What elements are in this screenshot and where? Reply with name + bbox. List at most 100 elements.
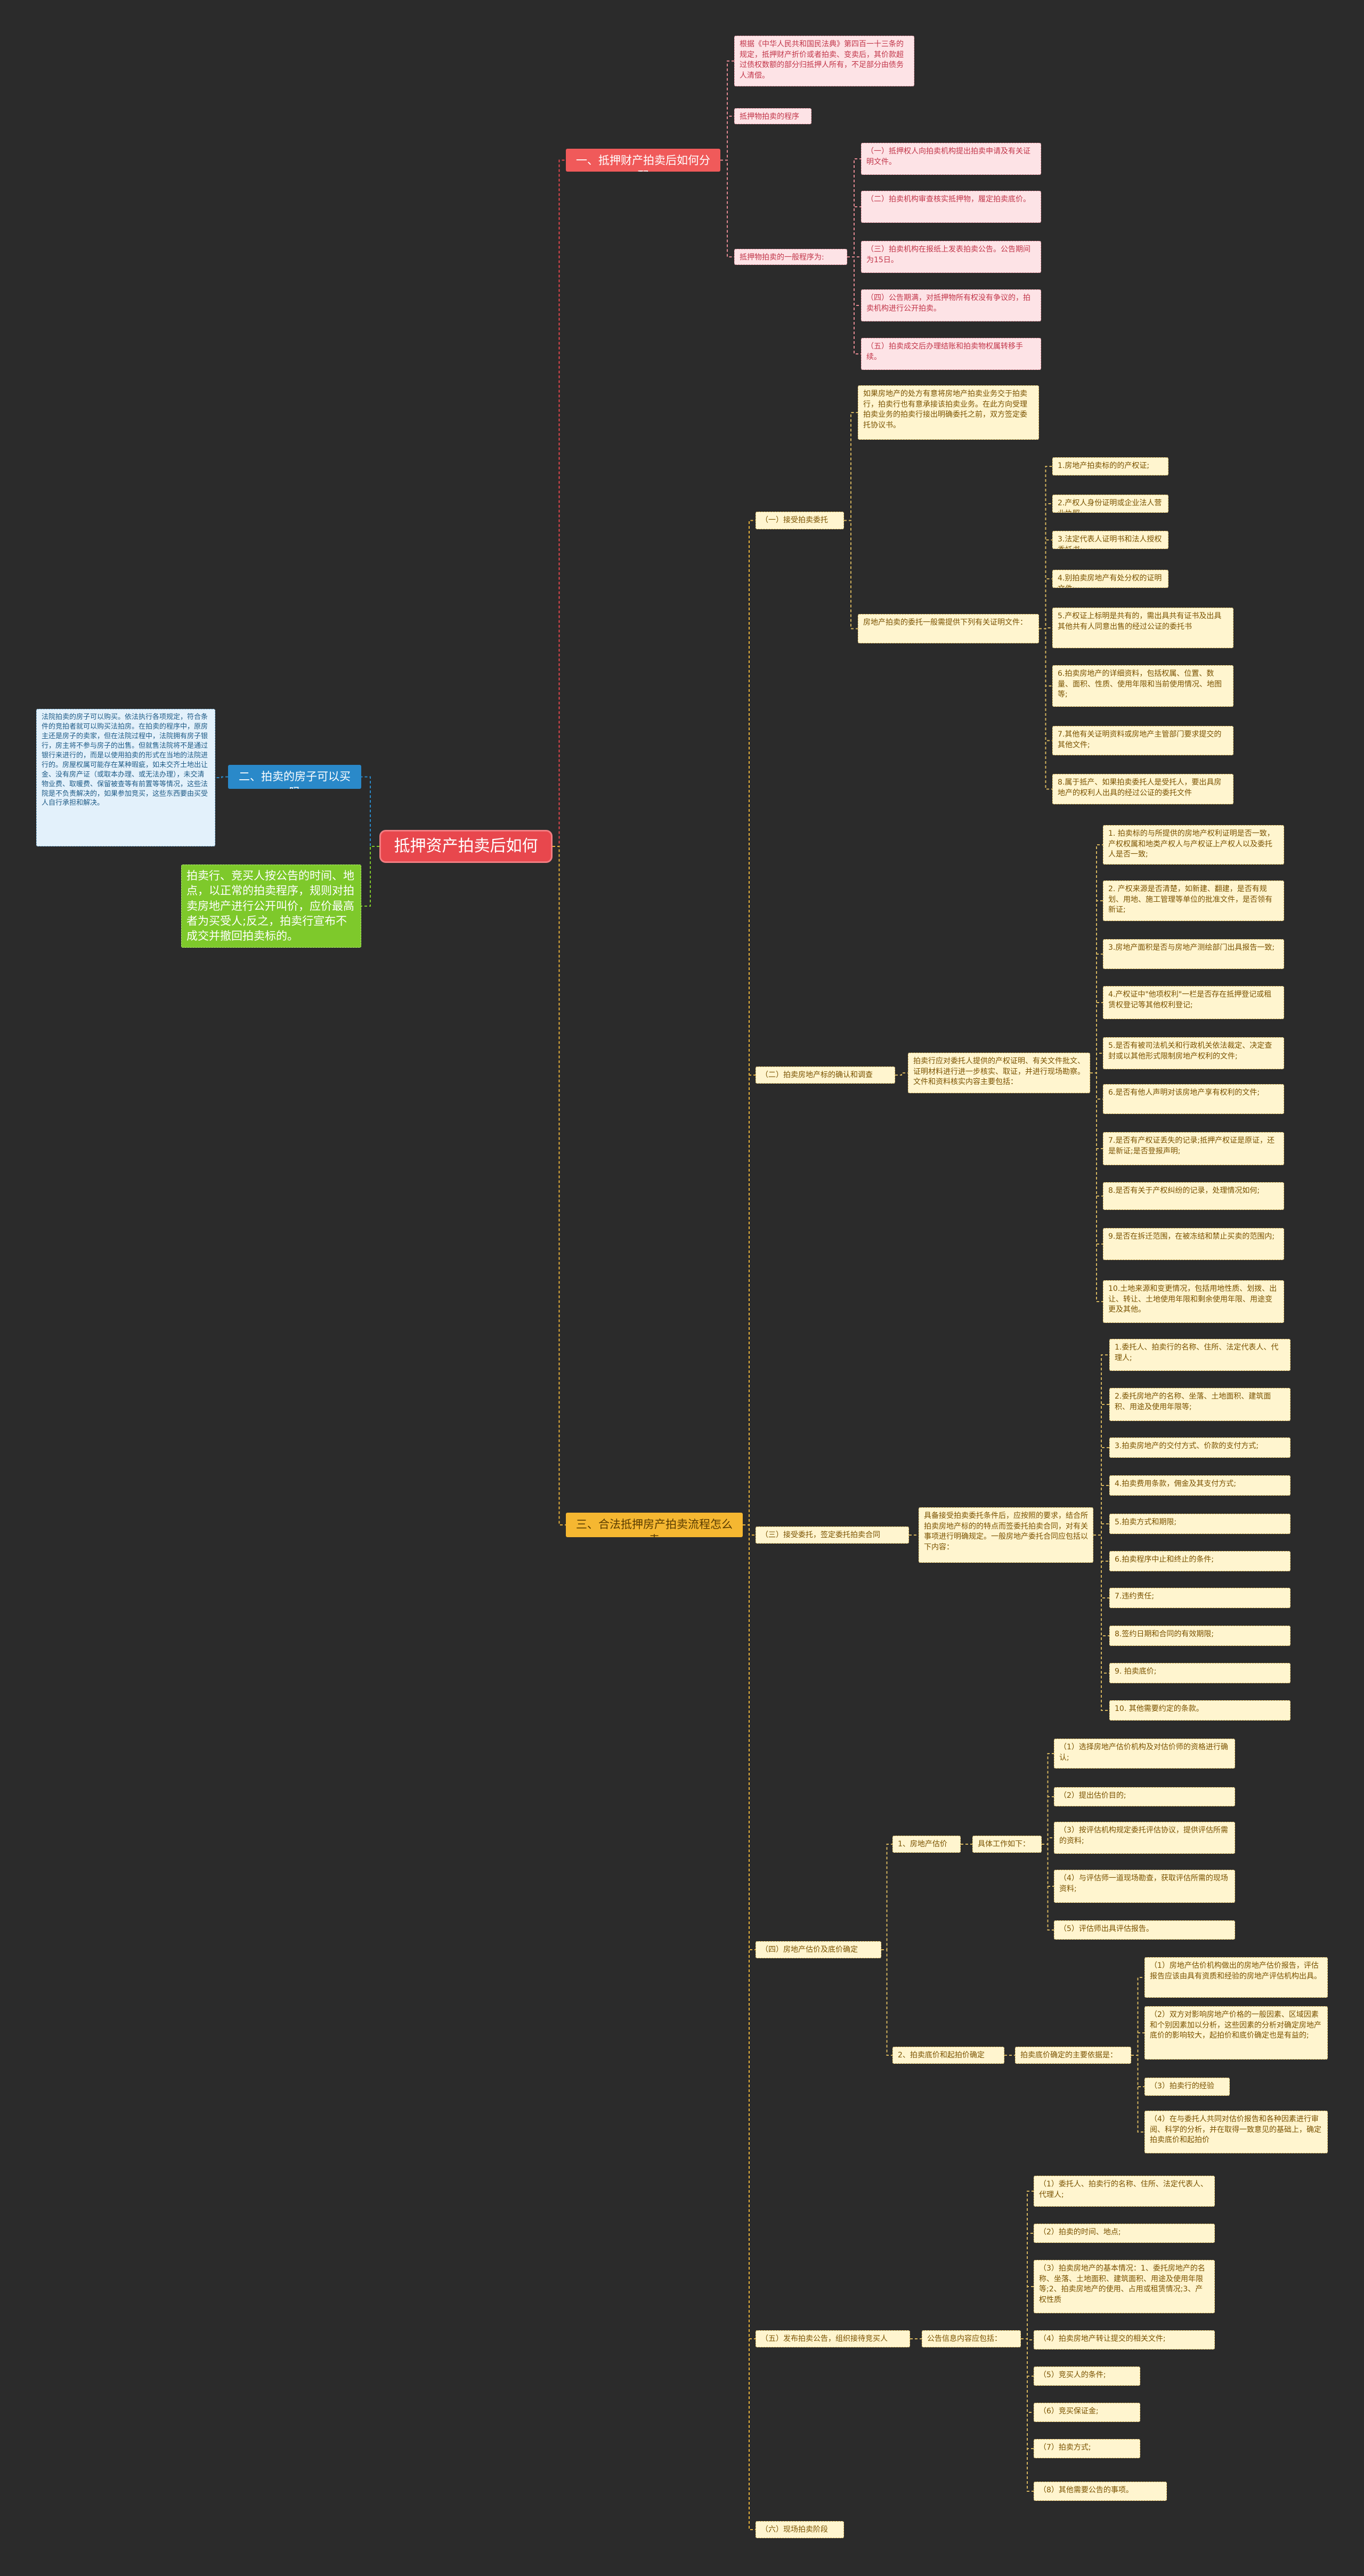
connector-line <box>1039 578 1052 629</box>
section-4-sub-1[interactable]: 1、房地产估价 <box>892 1836 961 1853</box>
section-1-doc[interactable]: 4.别拍卖房地产有处分权的证明文件; <box>1052 570 1168 588</box>
section-5-item[interactable]: （6）竞买保证金; <box>1034 2403 1140 2422</box>
section-4-sub-1-item[interactable]: （4）与评估师一道现场勘查，获取评估所需的现场资料; <box>1054 1870 1235 1903</box>
section-3-item[interactable]: 5.拍卖方式和期限; <box>1109 1514 1290 1534</box>
section-2-title[interactable]: （二）拍卖房地产标的确认和调查 <box>756 1067 895 1084</box>
section-4-sub-1-item[interactable]: （3）按评估机构规定委托评估协议，提供评估所需的资料; <box>1054 1822 1235 1854</box>
branch-1-step[interactable]: （三）拍卖机构在报纸上发表拍卖公告。公告期间为15日。 <box>861 241 1041 273</box>
section-3-item[interactable]: 1.委托人、拍卖行的名称、住所、法定代表人、代理人; <box>1109 1339 1290 1371</box>
section-2-item[interactable]: 6.是否有他人声明对该房地产享有权利的文件; <box>1103 1084 1284 1114</box>
connector-line <box>895 1072 908 1076</box>
connector-line <box>1093 1523 1109 1536</box>
connector-line <box>215 776 228 778</box>
branch-1-step[interactable]: （四）公告期满，对抵押物所有权没有争议的，拍卖机构进行公开拍卖。 <box>861 289 1041 321</box>
section-3-title[interactable]: （三）接受委托，签定委托拍卖合同 <box>756 1527 909 1544</box>
branch-1-title[interactable]: 一、抵押财产拍卖后如何分配 <box>566 149 720 172</box>
branch-2-detail[interactable]: 法院拍卖的房子可以购买。依法执行各项规定，符合条件的竞拍者就可以购买法拍房。在拍… <box>36 709 215 846</box>
section-4-sub-1-label[interactable]: 具体工作如下： <box>972 1836 1042 1853</box>
section-5-item[interactable]: （1）委托人、拍卖行的名称、住所、法定代表人、代理人; <box>1034 2176 1215 2207</box>
connector-line <box>1090 1053 1103 1073</box>
branch-1-intro[interactable]: 根据《中华人民共和国民法典》第四百一十三条的规定，抵押财产折价或者拍卖、变卖后，… <box>734 36 914 86</box>
root-topic[interactable]: 抵押资产拍卖后如何分配 <box>379 830 553 863</box>
connector-line <box>847 206 861 257</box>
section-2-item[interactable]: 4.产权证中"他项权利"一栏是否存在抵押登记或租赁权登记等其他权利登记; <box>1103 986 1284 1019</box>
connector-line <box>553 159 566 847</box>
connector-line <box>553 846 566 1525</box>
connector-line <box>844 412 858 521</box>
section-5-item[interactable]: （7）拍卖方式; <box>1034 2439 1140 2458</box>
section-4-sub-1-item[interactable]: （5）评估师出具评估报告。 <box>1054 1920 1235 1940</box>
connector-line <box>743 1075 756 1525</box>
connector-line <box>1131 1977 1144 2056</box>
branch-1-step[interactable]: （二）拍卖机构审查核实抵押物，履定拍卖底价。 <box>861 191 1041 223</box>
section-5-item[interactable]: （3）拍卖房地产的基本情况：1、委托房地产的名称、坐落、土地面积、建筑面积、用途… <box>1034 2260 1215 2313</box>
connector-line <box>847 256 861 354</box>
section-2-item[interactable]: 5.是否有被司法机关和行政机关依法裁定、决定查封或以其他形式限制房地产权利的文件… <box>1103 1037 1284 1069</box>
connector-line <box>1131 2032 1144 2056</box>
section-2-item[interactable]: 9.是否在拆迁范围，在被冻结和禁止买卖的范围内; <box>1103 1228 1284 1260</box>
section-4-sub-1-item[interactable]: （1）选择房地产估价机构及对估价师的资格进行确认; <box>1054 1739 1235 1769</box>
section-3-item[interactable]: 7.违约责任; <box>1109 1588 1290 1608</box>
connector-line <box>1021 2338 1034 2492</box>
section-3-item[interactable]: 10. 其他需要约定的条款。 <box>1109 1700 1290 1721</box>
section-1-desc[interactable]: 如果房地产的处方有意将房地产拍卖业务交于拍卖行，拍卖行也有意承接该拍卖业务。在此… <box>858 385 1039 440</box>
connector-line <box>1093 1535 1109 1711</box>
section-4-sub-2[interactable]: 2、拍卖底价和起拍价确定 <box>892 2047 1004 2064</box>
connector-line <box>1039 628 1052 790</box>
connector-line <box>1021 2191 1034 2339</box>
connector-line <box>1042 1844 1054 1931</box>
connector-line <box>720 116 734 161</box>
section-2-item[interactable]: 3.房地产面积是否与房地产测绘部门出具报告一致; <box>1103 939 1284 969</box>
section-4-title[interactable]: （四）房地产估价及底价确定 <box>756 1941 881 1958</box>
section-1-doc[interactable]: 8.属于抵产、如果拍卖委托人是受托人，要出具房地产的权利人出具的经过公证的委托文… <box>1052 774 1233 804</box>
section-2-desc[interactable]: 拍卖行应对委托人提供的产权证明、有关文件批文、证明材料进行进一步核实、取证，并进… <box>908 1053 1090 1093</box>
section-4-sub-2-item[interactable]: （2）双方对影响房地产价格的一般因素、区域因素和个别因素加以分析，这些因素的分析… <box>1144 2006 1328 2060</box>
connector-line <box>1042 1844 1054 1887</box>
section-4-sub-2-item[interactable]: （3）拍卖行的经验 <box>1144 2078 1230 2096</box>
section-1-doc[interactable]: 3.法定代表人证明书和法人授权委托书; <box>1052 531 1168 549</box>
section-1-doc[interactable]: 6.拍卖房地产的详细资料，包括权属、位置、数量、面积、性质、使用年限和当前使用情… <box>1052 665 1233 707</box>
connector-line <box>844 520 858 629</box>
section-5-label[interactable]: 公告信息内容应包括： <box>922 2330 1021 2347</box>
section-4-sub-1-item[interactable]: （2）提出估价目的; <box>1054 1787 1235 1806</box>
section-5-item[interactable]: （4）拍卖房地产转让提交的相关文件; <box>1034 2330 1215 2349</box>
branch-3-title[interactable]: 三、合法抵押房产拍卖流程怎么走 <box>566 1513 743 1537</box>
branch-1-procedure[interactable]: 抵押物拍卖的程序 <box>734 108 811 124</box>
section-5-item[interactable]: （5）竞买人的条件; <box>1034 2367 1140 2386</box>
branch-1-step[interactable]: （一）抵押权人向拍卖机构提出拍卖申请及有关证明文件。 <box>861 143 1041 175</box>
section-3-item[interactable]: 6.拍卖程序中止和终止的条件; <box>1109 1551 1290 1571</box>
section-1-doc[interactable]: 7.其他有关证明资料或房地产主管部门要求提交的其他文件; <box>1052 726 1233 755</box>
section-3-item[interactable]: 3.拍卖房地产的交付方式、价款的支付方式; <box>1109 1438 1290 1458</box>
section-3-item[interactable]: 4.拍卖费用条款，佣金及其支付方式; <box>1109 1475 1290 1496</box>
connector-line <box>1042 1837 1054 1845</box>
section-4-sub-2-item[interactable]: （4）在与委托人共同对估价报告和各种因素进行审阅、科学的分析，并在取得一致意见的… <box>1144 2111 1328 2153</box>
section-1-doc[interactable]: 1.房地产拍卖标的的产权证; <box>1052 457 1168 475</box>
branch-1-general-label[interactable]: 抵押物拍卖的一般程序为: <box>734 249 847 265</box>
section-3-desc[interactable]: 具备接受拍卖委托条件后，应按照的要求，结合所拍卖房地产标的的特点而签委托拍卖合同… <box>919 1507 1093 1563</box>
section-4-sub-2-label[interactable]: 拍卖底价确定的主要依据是： <box>1015 2047 1131 2064</box>
connector-line <box>720 159 734 257</box>
connector-line <box>743 1524 756 1950</box>
section-2-item[interactable]: 10.土地来源和变更情况，包括用地性质、划拨、出让、转让、土地使用年限和剩余使用… <box>1103 1280 1284 1323</box>
section-6-title[interactable]: （六）现场拍卖阶段 <box>756 2521 844 2538</box>
section-3-item[interactable]: 9. 拍卖底价; <box>1109 1663 1290 1683</box>
section-1-docs-label[interactable]: 房地产拍卖的委托一般需提供下列有关证明文件： <box>858 614 1039 643</box>
section-5-item[interactable]: （8）其他需要公告的事项。 <box>1034 2482 1167 2501</box>
section-3-item[interactable]: 2.委托房地产的名称、坐落、土地面积、建筑面积、用途及使用年限等; <box>1109 1388 1290 1421</box>
section-3-item[interactable]: 8.签约日期和合同的有效期限; <box>1109 1626 1290 1646</box>
connector-line <box>881 1844 892 1950</box>
section-1-doc[interactable]: 5.产权证上标明是共有的，需出具共有证书及出具其他共有人同意出售的经过公证的委托… <box>1052 608 1233 648</box>
section-1-title[interactable]: （一）接受拍卖委托 <box>756 512 844 529</box>
section-1-doc[interactable]: 2.产权人身份证明或企业法人营业执照; <box>1052 495 1168 513</box>
section-5-title[interactable]: （五）发布拍卖公告，组织接待竞买人 <box>756 2330 910 2347</box>
branch-2-title[interactable]: 二、拍卖的房子可以买吗 <box>228 765 361 789</box>
branch-2-note[interactable]: 拍卖行、竞买人按公告的时间、地点，以正常的拍卖程序，规则对拍卖房地产进行公开叫价… <box>181 865 361 948</box>
section-2-item[interactable]: 1. 拍卖标的与所提供的房地产权利证明是否一致，产权权属和地类产权人与产权证上产… <box>1103 825 1284 865</box>
section-2-item[interactable]: 2. 产权来源是否清楚，如新建、翻建，是否有规划、用地、施工管理等单位的批准文件… <box>1103 881 1284 921</box>
section-2-item[interactable]: 8.是否有关于产权纠纷的记录，处理情况如何; <box>1103 1182 1284 1210</box>
section-4-sub-2-item[interactable]: （1）房地产估价机构做出的房地产估价报告，评估报告应该由具有资质和经验的房地产评… <box>1144 1957 1328 1998</box>
section-2-item[interactable]: 7.是否有产权证丢失的记录;抵押产权证是原证，还是新证;是否登报声明; <box>1103 1132 1284 1165</box>
section-5-item[interactable]: （2）拍卖的时间、地点; <box>1034 2224 1215 2243</box>
branch-1-step[interactable]: （五）拍卖成交后办理结账和拍卖物权属转移手续。 <box>861 338 1041 370</box>
